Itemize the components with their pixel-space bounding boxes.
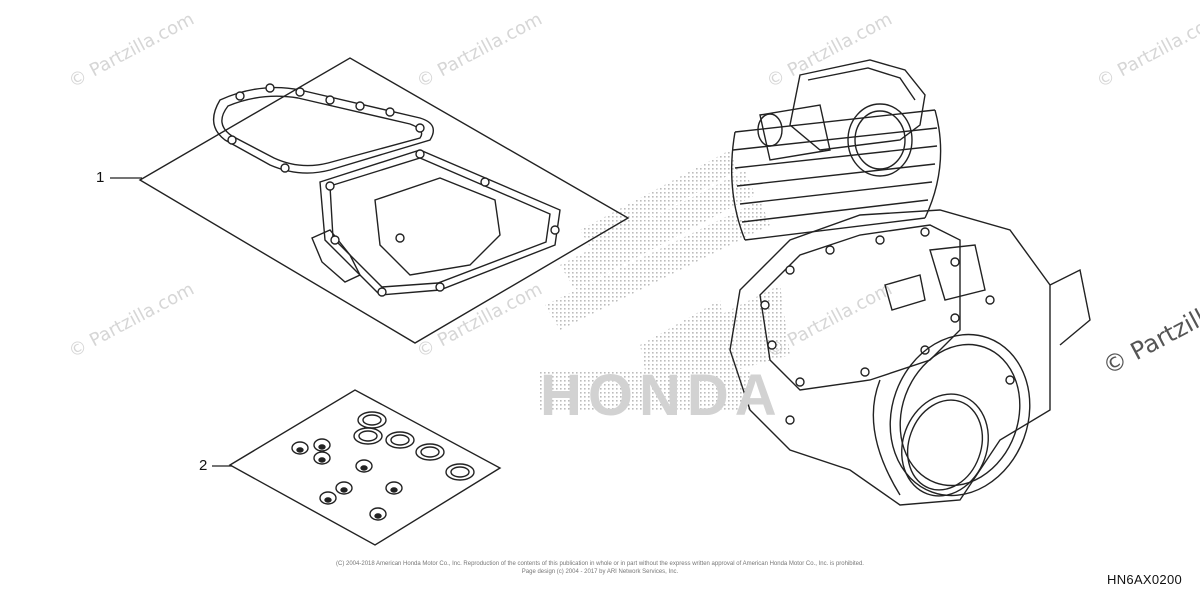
gasket-sheet	[138, 57, 630, 344]
engine-illustration	[729, 59, 1091, 506]
valve-seals	[291, 438, 403, 521]
copyright-footer: (C) 2004-2018 American Honda Motor Co., …	[320, 560, 880, 576]
callout-2[interactable]: 2	[199, 457, 208, 474]
page-design-line: Page design (c) 2004 - 2017 by ARI Netwo…	[521, 569, 679, 575]
copyright-line: (C) 2004-2018 American Honda Motor Co., …	[336, 561, 864, 567]
honda-logo-text: HONDA	[540, 363, 783, 428]
callout-1[interactable]: 1	[96, 169, 105, 186]
seal-sheet	[228, 389, 502, 546]
diagram-code: HN6AX0200	[1107, 572, 1182, 587]
o-rings	[353, 411, 475, 481]
honda-wing-logo	[540, 150, 790, 410]
